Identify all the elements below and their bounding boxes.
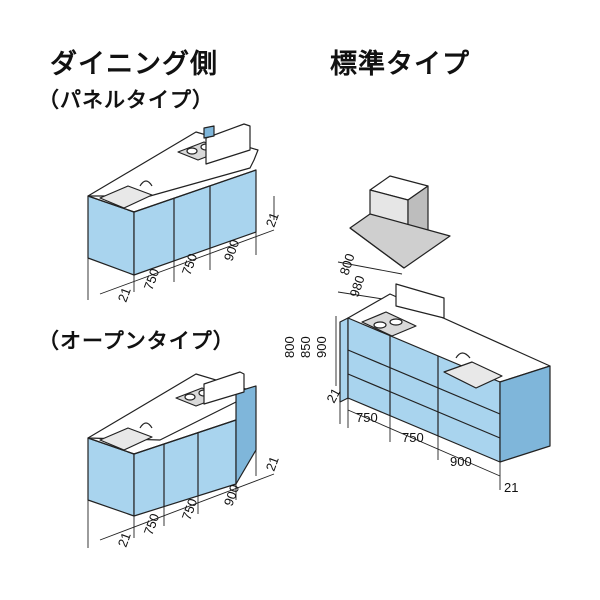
open-dim-900: 900 bbox=[221, 483, 243, 509]
std-dim-750-a: 750 bbox=[356, 410, 378, 425]
title-dining-side: ダイニング側 bbox=[50, 49, 218, 80]
panel-dimension-lines bbox=[87, 196, 275, 300]
panel-back-panel bbox=[205, 123, 251, 165]
standard-width-dims bbox=[339, 398, 501, 490]
std-dim-750-b: 750 bbox=[402, 430, 424, 445]
std-dim-height-800: 800 bbox=[282, 336, 297, 358]
std-dim-height-850: 850 bbox=[298, 336, 313, 358]
std-dim-depth-800: 800 bbox=[337, 252, 358, 277]
standard-height-labels: 800 850 900 bbox=[282, 336, 329, 358]
std-stove bbox=[361, 311, 417, 337]
std-dim-height-900: 900 bbox=[314, 336, 329, 358]
open-dimension-lines bbox=[87, 450, 275, 548]
panel-dim-21-right: 21 bbox=[263, 210, 282, 229]
open-cabinet-front bbox=[87, 437, 135, 517]
title-standard-type: 標準タイプ bbox=[330, 49, 470, 80]
std-side-panel-left bbox=[339, 317, 349, 403]
std-sink bbox=[443, 361, 503, 389]
panel-side-panel bbox=[203, 125, 215, 139]
open-sink bbox=[99, 427, 153, 451]
open-dim-750-a: 750 bbox=[141, 512, 163, 538]
std-dim-21-left: 21 bbox=[323, 386, 343, 406]
subtitle-open-type: （オープンタイプ） bbox=[38, 329, 235, 353]
std-dim-900: 900 bbox=[450, 454, 472, 469]
panel-dim-21-left: 21 bbox=[115, 285, 134, 304]
panel-cabinet-front bbox=[87, 195, 135, 276]
range-hood bbox=[349, 175, 451, 269]
open-side-panel bbox=[235, 385, 257, 485]
std-dim-depth-980: 980 bbox=[347, 274, 368, 299]
std-back-panel bbox=[395, 283, 445, 319]
range-hood-canopy bbox=[349, 213, 451, 269]
panel-dim-900: 900 bbox=[221, 238, 243, 264]
std-dim-21-right: 21 bbox=[504, 480, 518, 495]
open-dim-21-right: 21 bbox=[263, 454, 282, 473]
panel-type-kitchen bbox=[87, 123, 259, 276]
panel-dim-750-b: 750 bbox=[179, 252, 201, 278]
standard-type-kitchen bbox=[339, 283, 551, 463]
open-dim-750-b: 750 bbox=[179, 497, 201, 523]
subtitle-panel-type: （パネルタイプ） bbox=[38, 88, 214, 112]
panel-dim-750-a: 750 bbox=[141, 267, 163, 293]
std-side-panel-right bbox=[499, 365, 551, 463]
open-type-kitchen bbox=[87, 371, 257, 517]
open-dim-21-left: 21 bbox=[115, 530, 134, 549]
open-back-panel bbox=[203, 371, 245, 405]
panel-sink bbox=[99, 185, 153, 209]
